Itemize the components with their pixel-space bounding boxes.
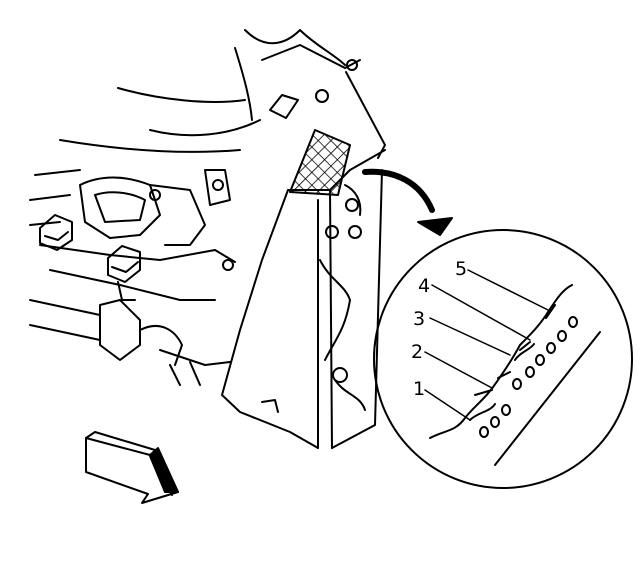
detail-view — [373, 229, 633, 489]
callout-labels: 1 2 3 4 5 — [411, 258, 467, 400]
detail-arrow-icon — [362, 168, 453, 236]
upper-casting — [59, 29, 386, 159]
bolt-1 — [39, 214, 73, 251]
engine-block — [221, 149, 386, 449]
manifold-assembly — [29, 169, 236, 386]
callout-5: 5 — [455, 258, 467, 280]
callout-1: 1 — [413, 378, 425, 400]
callout-3: 3 — [413, 308, 425, 330]
sealant-area — [289, 129, 351, 196]
callout-4: 4 — [418, 275, 430, 297]
direction-arrow-icon — [85, 431, 179, 504]
bolt-2 — [107, 245, 141, 301]
callout-2: 2 — [411, 341, 423, 363]
